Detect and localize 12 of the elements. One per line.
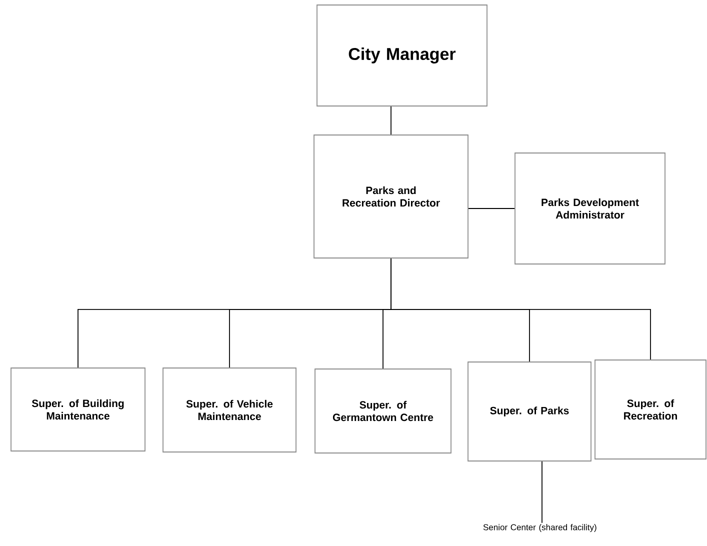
org-box: Parks and Recreation Director	[314, 134, 468, 258]
org-box: Super. of Building Maintenance	[10, 368, 146, 452]
org-box: City Manager	[316, 4, 488, 106]
org-box: Super. of Recreation	[594, 360, 706, 460]
note-text: Senior Center (shared facility)	[483, 524, 596, 532]
connector-line	[468, 208, 515, 209]
connector-line	[390, 106, 392, 135]
connector-line	[390, 258, 651, 360]
org-box: Parks Development Administrator	[514, 152, 666, 264]
org-box: Super. of Germantown Centre	[314, 368, 452, 454]
org-box: Super. of Vehicle Maintenance	[162, 368, 296, 452]
org-box: Super. of Parks	[468, 362, 592, 462]
